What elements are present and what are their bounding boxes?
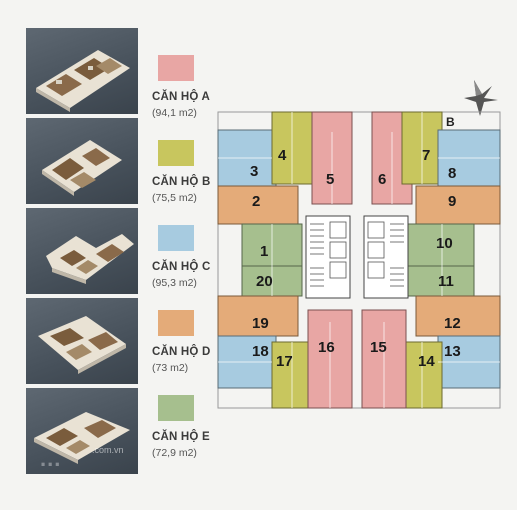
- legend-swatch-c: [158, 225, 194, 251]
- legend-name-e: CĂN HỘ E: [152, 431, 210, 443]
- unit-label-13: 13: [444, 343, 461, 360]
- unit-label-17: 17: [276, 353, 293, 370]
- render-apartment-d: [26, 298, 138, 384]
- unit-label-4: 4: [278, 147, 287, 164]
- legend-swatch-b: [158, 140, 194, 166]
- render-apartment-e: [26, 388, 138, 474]
- legend-name-c: CĂN HỘ C: [152, 261, 211, 273]
- legend-item-a: CĂN HỘ A (94,1 m2): [146, 55, 236, 145]
- unit-label-8: 8: [448, 165, 456, 182]
- unit-label-5: 5: [326, 171, 334, 188]
- unit-label-6: 6: [378, 171, 386, 188]
- render-apartment-c: [26, 208, 138, 294]
- unit-label-1: 1: [260, 243, 268, 260]
- unit-label-10: 10: [436, 235, 453, 252]
- legend-area-a: (94,1 m2): [152, 107, 197, 119]
- unit-label-2: 2: [252, 193, 260, 210]
- unit-label-12: 12: [444, 315, 461, 332]
- watermark-domain: .com.vn: [92, 445, 124, 455]
- legend-swatch-a: [158, 55, 194, 81]
- legend-name-b: CĂN HỘ B: [152, 176, 211, 188]
- legend-area-e: (72,9 m2): [152, 447, 197, 459]
- render-apartment-a: [26, 28, 138, 114]
- unit-label-16: 16: [318, 339, 335, 356]
- unit-label-18: 18: [252, 343, 269, 360]
- legend-swatch-d: [158, 310, 194, 336]
- unit-label-19: 19: [252, 315, 269, 332]
- unit-label-14: 14: [418, 353, 435, 370]
- legend-name-a: CĂN HỘ A: [152, 91, 211, 103]
- unit-10-area: [407, 223, 475, 267]
- legend-swatch-e: [158, 395, 194, 421]
- legend-area-b: (75,5 m2): [152, 192, 197, 204]
- unit-label-11: 11: [438, 273, 454, 290]
- corner-label: B: [446, 115, 455, 129]
- legend-item-d: CĂN HỘ D (73 m2): [146, 310, 236, 400]
- compass-icon: [464, 80, 498, 116]
- unit-label-15: 15: [370, 339, 387, 356]
- legend-item-b: CĂN HỘ B (75,5 m2): [146, 140, 236, 230]
- unit-label-3: 3: [250, 163, 258, 180]
- legend-item-c: CĂN HỘ C (95,3 m2): [146, 225, 236, 315]
- unit-label-20: 20: [256, 273, 273, 290]
- floor-plan: B: [217, 80, 501, 409]
- legend-item-e: CĂN HỘ E (72,9 m2): [146, 395, 236, 485]
- unit-2-area: [217, 185, 299, 225]
- legend-area-c: (95,3 m2): [152, 277, 197, 289]
- unit-12-area: [415, 295, 501, 337]
- unit-9-area: [415, 185, 501, 225]
- legend-area-d: (73 m2): [152, 362, 189, 374]
- unit-label-7: 7: [422, 147, 430, 164]
- watermark-text: ...: [40, 446, 62, 471]
- unit-label-9: 9: [448, 193, 456, 210]
- legend-name-d: CĂN HỘ D: [152, 346, 211, 358]
- render-apartment-b: [26, 118, 138, 204]
